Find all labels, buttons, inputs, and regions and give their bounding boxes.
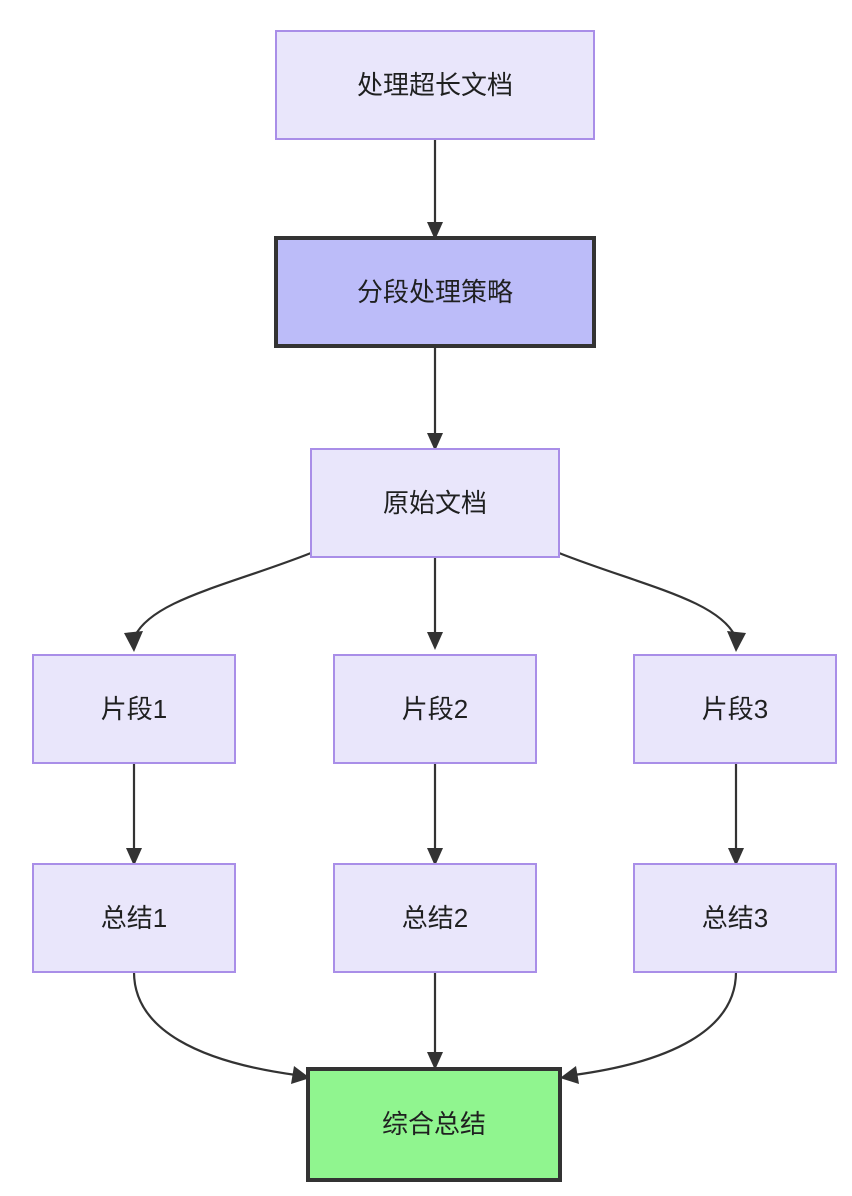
edge-fragment2-to-summary2 <box>427 763 443 866</box>
edge-layer <box>124 139 746 1084</box>
edge-fragment1-to-summary1 <box>126 763 142 866</box>
node-fragment-2[interactable]: 片段2 <box>333 654 537 764</box>
edge-process-to-strategy <box>427 139 443 240</box>
edge-summary3-to-final <box>560 971 738 1084</box>
edge-strategy-to-original <box>427 346 443 451</box>
node-process-long-document[interactable]: 处理超长文档 <box>275 30 595 140</box>
node-summary-2[interactable]: 总结2 <box>333 863 537 973</box>
node-fragment-1[interactable]: 片段1 <box>32 654 236 764</box>
edge-original-to-fragment2 <box>427 557 443 650</box>
edge-original-to-fragment1 <box>124 551 312 652</box>
node-fragment-3[interactable]: 片段3 <box>633 654 837 764</box>
edge-summary1-to-final <box>132 971 310 1084</box>
node-summary-3[interactable]: 总结3 <box>633 863 837 973</box>
edge-original-to-fragment3 <box>558 551 746 652</box>
node-comprehensive-summary[interactable]: 综合总结 <box>306 1067 562 1182</box>
node-layer: 处理超长文档 分段处理策略 原始文档 片段1 片段2 片段3 <box>32 30 837 1182</box>
node-summary-1[interactable]: 总结1 <box>32 863 236 973</box>
node-original-document[interactable]: 原始文档 <box>310 448 560 558</box>
edge-fragment3-to-summary3 <box>728 763 744 866</box>
edge-summary2-to-final <box>427 972 443 1070</box>
node-chunking-strategy[interactable]: 分段处理策略 <box>274 236 596 348</box>
